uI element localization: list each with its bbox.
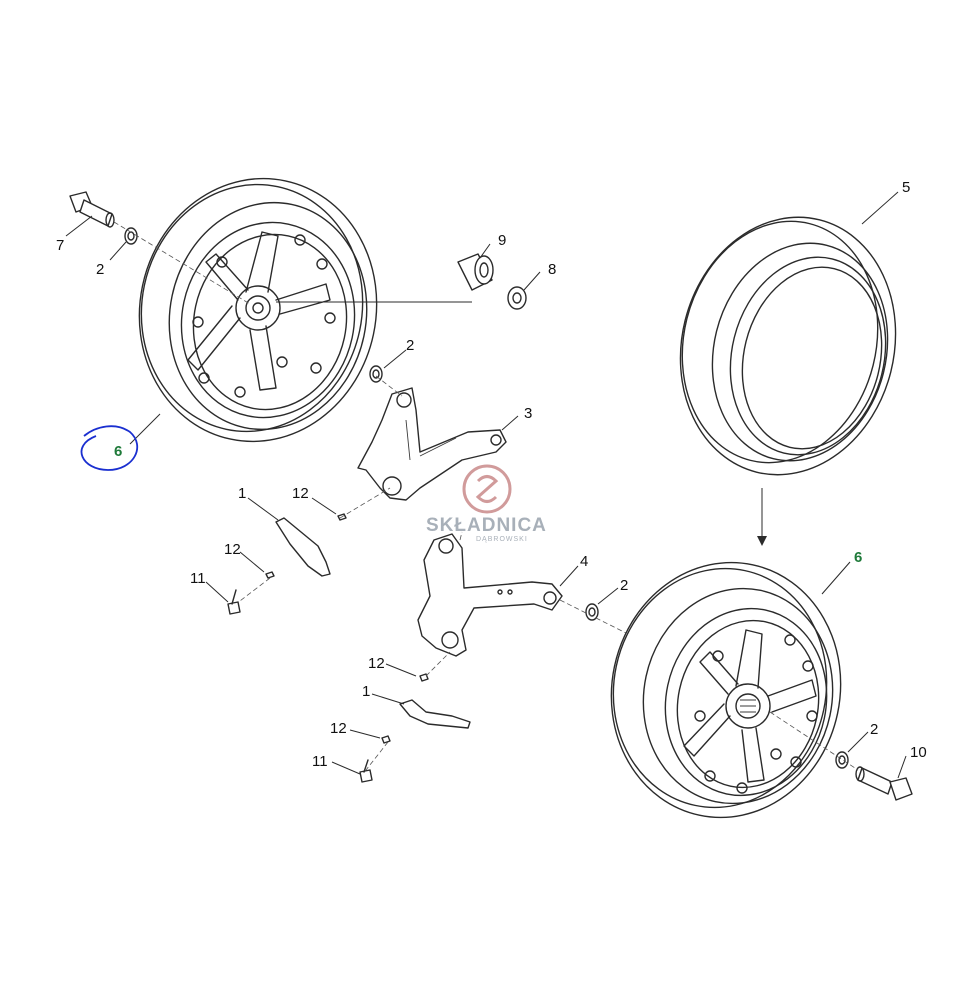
- callout-2-left: 2: [96, 261, 104, 278]
- tire-5: [679, 216, 897, 476]
- callout-7: 7: [56, 237, 64, 254]
- washer-12-b: [265, 571, 275, 579]
- watermark-sub: DĄBROWSKI: [476, 536, 528, 543]
- callout-8: 8: [548, 261, 556, 278]
- watermark: SKŁADNICA DĄBROWSKI: [426, 464, 547, 543]
- washer-12-a: [337, 513, 347, 521]
- callout-1-upper: 1: [238, 485, 246, 502]
- highlight-circle: [80, 425, 139, 471]
- callout-6-right: 6: [854, 549, 862, 566]
- washer-2-right-upper: [585, 603, 599, 621]
- bracket-4: [417, 533, 563, 657]
- bracket-3: [357, 387, 507, 501]
- callout-10: 10: [910, 744, 927, 761]
- scraper-1-lower: [399, 699, 471, 729]
- bushing-9: [457, 253, 494, 291]
- callout-4: 4: [580, 553, 588, 570]
- scraper-1-upper: [275, 517, 331, 577]
- callout-5: 5: [902, 179, 910, 196]
- watermark-name: SKŁADNICA: [426, 515, 547, 536]
- callout-12-c: 12: [368, 655, 385, 672]
- washer-12-c: [419, 673, 429, 682]
- washer-2-left: [124, 227, 138, 245]
- callout-12-d: 12: [330, 720, 347, 737]
- callout-12-a: 12: [292, 485, 309, 502]
- callout-9: 9: [498, 232, 506, 249]
- callout-2-right-lower: 2: [870, 721, 878, 738]
- callout-11-lower: 11: [312, 753, 328, 770]
- callout-11-upper: 11: [190, 570, 206, 587]
- washer-12-d: [381, 735, 391, 744]
- bolt-11-upper: [227, 589, 241, 615]
- callout-2-right-upper: 2: [620, 577, 628, 594]
- callout-3: 3: [524, 405, 532, 422]
- callout-12-b: 12: [224, 541, 241, 558]
- bolt-11-lower: [359, 759, 373, 783]
- washer-8: [507, 286, 527, 310]
- callout-2-middle: 2: [406, 337, 414, 354]
- callout-1-lower: 1: [362, 683, 370, 700]
- washer-2-right-lower: [835, 751, 849, 769]
- bolt-7: [69, 191, 115, 228]
- right-wheel: [610, 561, 842, 819]
- callout-6-left: 6: [114, 443, 122, 460]
- bolt-10: [855, 766, 913, 801]
- left-wheel: [138, 177, 378, 443]
- washer-2-middle: [369, 365, 383, 383]
